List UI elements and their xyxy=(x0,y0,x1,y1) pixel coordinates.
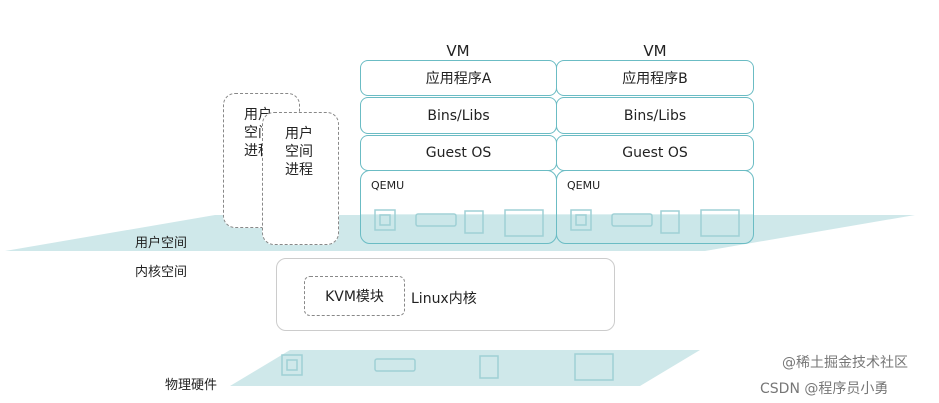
cpu-icon xyxy=(281,354,303,376)
cpu-icon xyxy=(374,209,396,231)
csdn-watermark: CSDN @程序员小勇 xyxy=(760,381,889,397)
vm-guest-os: Guest OS xyxy=(556,135,754,171)
qemu-label: QEMU xyxy=(567,179,601,192)
cpu-icon xyxy=(570,209,592,231)
user-process-front: 用户空间进程 xyxy=(262,112,339,245)
juejin-watermark: @稀土掘金技术社区 xyxy=(782,355,908,371)
vm-qemu: QEMU xyxy=(556,170,754,244)
kvm-module: KVM模块 xyxy=(304,276,405,316)
hardware-label: 物理硬件 xyxy=(165,378,218,393)
qemu-label: QEMU xyxy=(371,179,405,192)
vm-title: VM xyxy=(643,42,667,60)
linux-kernel-box: KVM模块 Linux内核 xyxy=(276,258,615,331)
linux-kernel-label: Linux内核 xyxy=(411,291,477,307)
ssd-icon xyxy=(700,209,740,237)
vm-app: 应用程序B xyxy=(556,60,754,96)
memory-icon xyxy=(611,213,653,227)
vm-libs: Bins/Libs xyxy=(360,97,557,134)
memory-icon xyxy=(374,358,416,372)
kernel-space-label: 内核空间 xyxy=(135,265,188,280)
process-label: 用户空间进程 xyxy=(285,126,313,178)
vm-app: 应用程序A xyxy=(360,60,557,96)
nic-icon xyxy=(660,210,680,234)
user-space-label: 用户空间 xyxy=(135,236,188,251)
nic-icon xyxy=(479,355,499,379)
vm-libs: Bins/Libs xyxy=(556,97,754,134)
nic-icon xyxy=(464,210,484,234)
ssd-icon xyxy=(504,209,544,237)
vm-title: VM xyxy=(446,42,470,60)
ssd-icon xyxy=(574,353,614,381)
hardware-plane xyxy=(230,350,700,386)
memory-icon xyxy=(415,213,457,227)
